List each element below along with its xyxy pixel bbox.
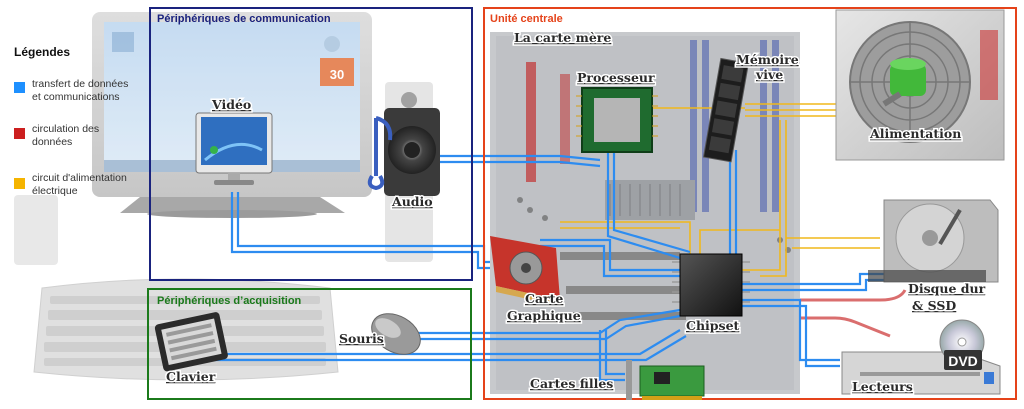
legend-power-line1: circuit d'alimentation	[32, 172, 127, 184]
acquisition-group-title: Périphériques d’acquisition	[157, 295, 302, 307]
legend-circulation-line1: circulation des	[32, 123, 99, 135]
label-disk-line1: Disque dur	[908, 281, 986, 296]
label-motherboard: La carte mère	[514, 30, 611, 45]
label-disk-line2: & SSD	[912, 298, 956, 313]
power-wires	[560, 103, 880, 277]
label-chipset: Chipset	[686, 318, 740, 333]
speaker-icon	[367, 108, 440, 196]
legend-circulation-line2: données	[32, 136, 72, 148]
label-audio: Audio	[391, 194, 433, 209]
dvd-badge	[944, 350, 982, 370]
label-keyboard: Clavier	[166, 369, 216, 384]
legend-swatch-power	[14, 178, 25, 189]
keyboard-tablet-icon	[154, 312, 228, 372]
video-monitor-icon	[195, 112, 273, 185]
acquisition-group-box	[147, 288, 472, 400]
label-graphics-line2: Graphique	[507, 308, 581, 323]
label-memory-line1: Mémoire	[736, 52, 799, 67]
red-data-wires	[800, 289, 907, 338]
hard-disk-icon	[868, 199, 999, 283]
label-mouse: Souris	[339, 331, 384, 346]
legend-data-line1: transfert de données	[32, 78, 128, 90]
legend-data-line2: et communications	[32, 91, 120, 103]
chipset-chip-icon	[672, 253, 750, 317]
legend-swatch-data	[14, 82, 25, 93]
communication-group-title: Périphériques de communication	[157, 13, 331, 25]
expansion-card-icon	[626, 360, 705, 400]
dvd-badge-text: DVD	[948, 353, 978, 369]
label-power: Alimentation	[869, 126, 961, 141]
power-supply-icon	[835, 9, 1005, 161]
optical-drive-icon: DVD	[841, 319, 1001, 395]
mouse-icon	[371, 313, 421, 355]
graphics-card-icon	[490, 236, 560, 306]
legend-power-line2: électrique	[32, 185, 78, 197]
label-video: Vidéo	[211, 97, 251, 112]
legend: Légendes transfert de données et communi…	[14, 45, 128, 197]
central-unit-group-box	[483, 7, 1017, 400]
label-daughter-cards: Cartes filles	[530, 376, 613, 391]
label-drives: Lecteurs	[852, 379, 913, 394]
legend-title: Légendes	[14, 45, 70, 59]
label-graphics-line1: Carte	[525, 291, 563, 306]
ram-module-icon	[702, 57, 750, 163]
monitor-illustration: 30	[92, 12, 372, 218]
calendar-tile	[320, 58, 354, 86]
communication-group-box	[149, 7, 473, 281]
calendar-date: 30	[330, 67, 344, 82]
legend-swatch-circulation	[14, 128, 25, 139]
label-memory-line2: vive	[755, 67, 783, 82]
central-unit-group-title: Unité centrale	[490, 13, 563, 25]
processor-chip-icon	[576, 87, 658, 153]
label-processor: Processeur	[577, 70, 655, 85]
